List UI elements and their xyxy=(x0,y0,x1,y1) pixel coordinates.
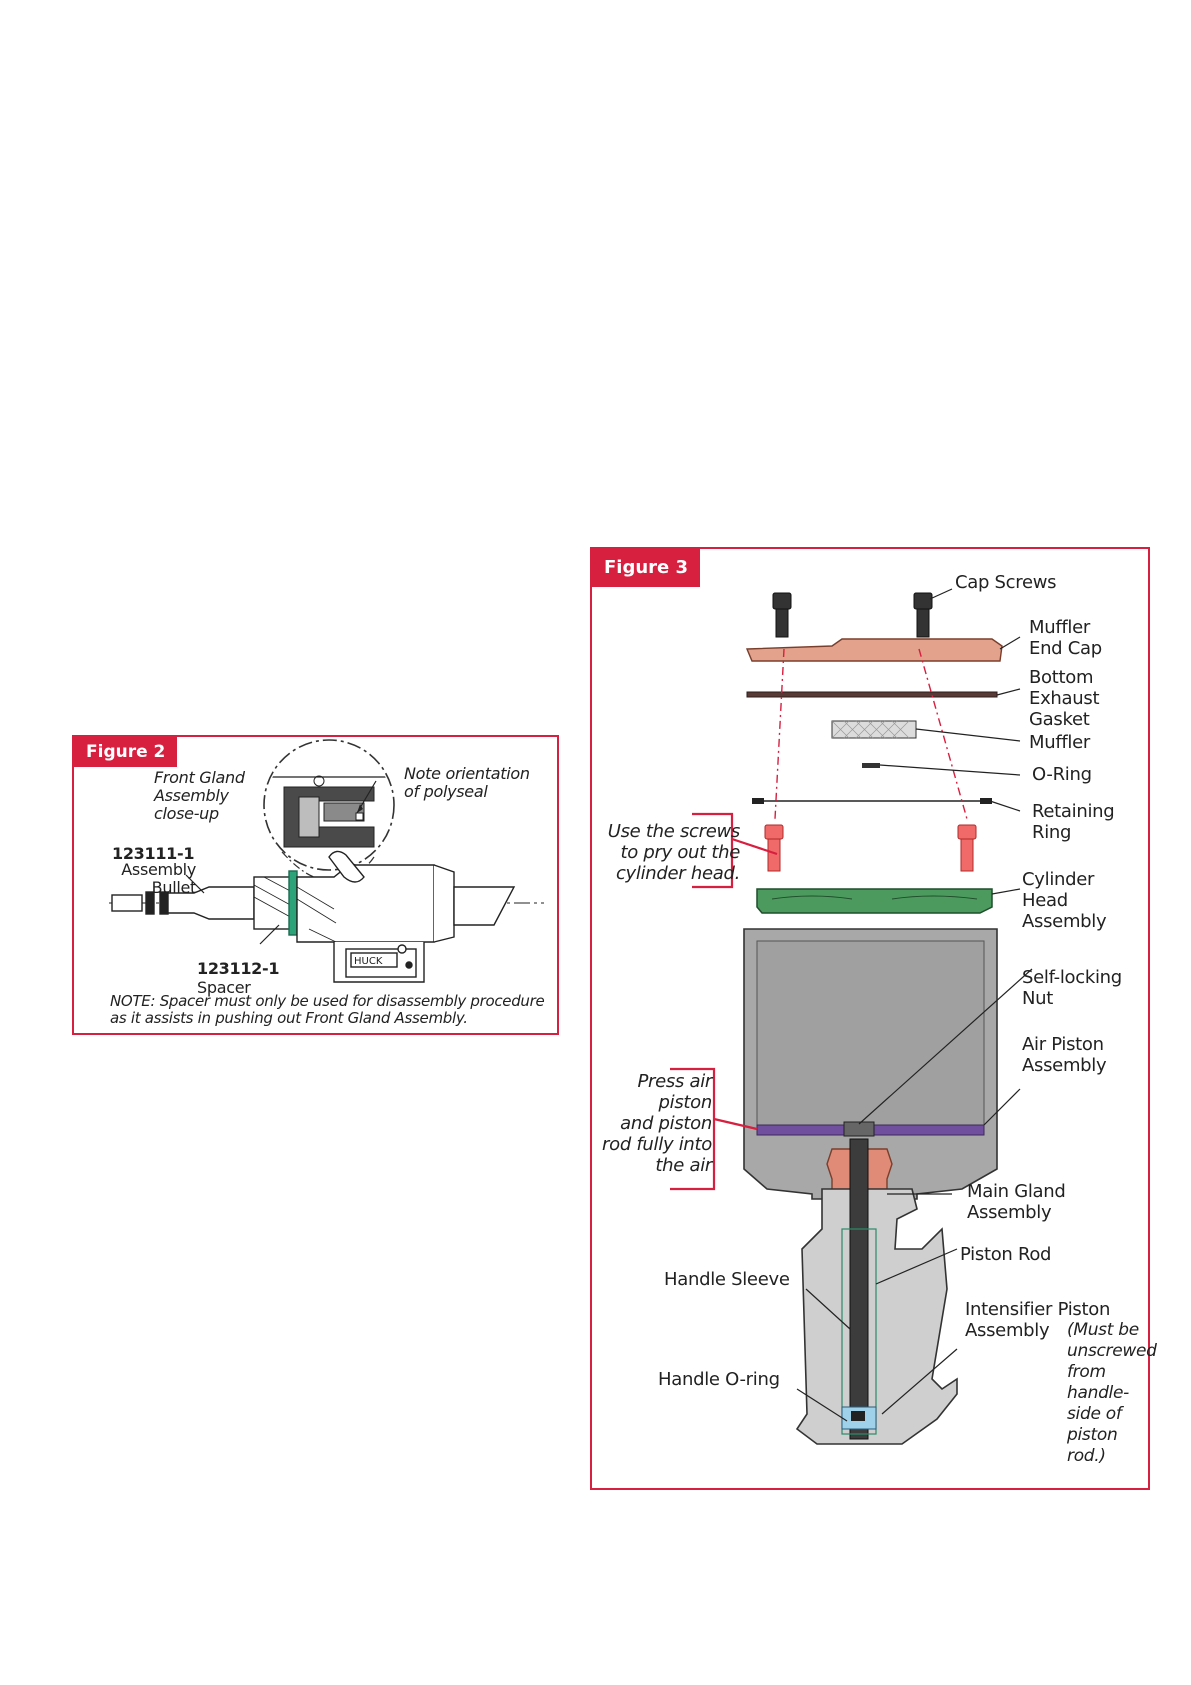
label-cap-screws: Cap Screws xyxy=(955,572,1057,593)
label-self-locking-nut: Self-locking Nut xyxy=(1022,967,1122,1009)
figure-3: Figure 3 xyxy=(590,547,1157,1490)
figure-3-drawing xyxy=(670,588,1033,1445)
huck-marking: HUCK xyxy=(354,956,383,967)
callout-press-piston: Press air piston and piston rod fully in… xyxy=(602,1071,712,1176)
front-gland-closeup xyxy=(263,739,395,880)
label-cylinder-head-assembly: Cylinder Head Assembly xyxy=(1022,869,1107,932)
bullet-part-number: 123111-1 xyxy=(112,844,195,863)
cylinder-head xyxy=(756,888,993,914)
callout-brackets xyxy=(670,812,778,1191)
label-bottom-exhaust-gasket: Bottom Exhaust Gasket xyxy=(1029,667,1100,730)
cylinder-body xyxy=(743,928,998,1205)
label-intensifier-piston-group: Intensifier Piston Assembly (Must be uns… xyxy=(965,1299,1157,1466)
spacer-name: Spacer xyxy=(197,978,251,997)
pry-screws xyxy=(764,824,977,872)
muffler-part xyxy=(831,720,917,739)
label-air-piston-assembly: Air Piston Assembly xyxy=(1022,1034,1107,1076)
figure-2-leaders xyxy=(185,874,280,945)
figure-2-tab: Figure 2 xyxy=(74,737,178,767)
label-intensifier-piston-note: (Must be unscrewed from handle-side of p… xyxy=(1067,1320,1157,1466)
label-o-ring: O-Ring xyxy=(1032,764,1092,785)
figure-2: Figure 2 xyxy=(72,735,559,1035)
figure-3-tab: Figure 3 xyxy=(592,549,701,587)
label-muffler: Muffler xyxy=(1029,732,1090,753)
label-handle-sleeve: Handle Sleeve xyxy=(664,1269,790,1290)
label-main-gland-assembly: Main Gland Assembly xyxy=(967,1181,1066,1223)
polyseal-note-label: Note orientation of polyseal xyxy=(404,764,530,801)
retaining-ring-part xyxy=(752,798,992,804)
label-intensifier-piston: Intensifier Piston Assembly xyxy=(965,1299,1111,1341)
spacer-part-number: 123112-1 xyxy=(197,959,280,978)
bullet-name: Assembly Bullet xyxy=(121,860,196,897)
front-gland-closeup-label: Front Gland Assembly close-up xyxy=(154,768,245,823)
label-retaining-ring: Retaining Ring xyxy=(1032,801,1115,843)
screw-guides xyxy=(774,648,968,820)
label-handle-o-ring: Handle O-ring xyxy=(658,1369,780,1390)
cap-screws xyxy=(772,592,933,638)
figure-2-drawing: HUCK xyxy=(109,739,544,983)
figure-3-leaders xyxy=(796,588,1033,1422)
o-ring-part xyxy=(862,763,880,768)
muffler-end-cap xyxy=(745,638,1003,662)
label-muffler-end-cap: Muffler End Cap xyxy=(1029,617,1102,659)
spacer-note: NOTE: Spacer must only be used for disas… xyxy=(110,992,545,1027)
tool-body xyxy=(109,850,544,983)
handle xyxy=(795,1138,958,1445)
bottom-exhaust-gasket xyxy=(746,691,998,698)
callout-pry-screws: Use the screws to pry out the cylinder h… xyxy=(607,821,741,884)
label-piston-rod: Piston Rod xyxy=(960,1244,1052,1265)
